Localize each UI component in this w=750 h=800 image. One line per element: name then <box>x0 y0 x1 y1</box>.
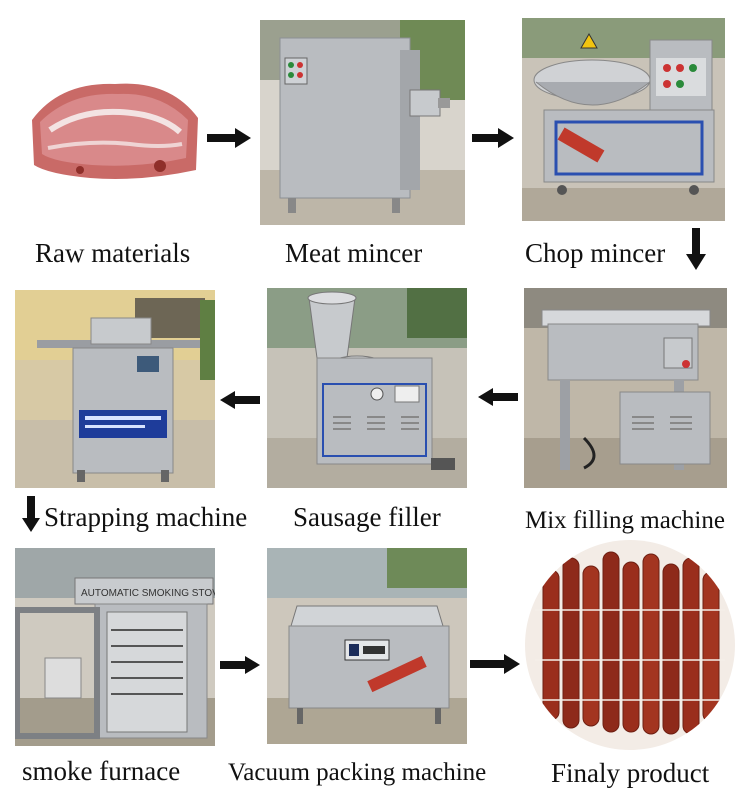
arrow-right-icon <box>472 128 514 148</box>
arrow-left-icon <box>478 388 518 406</box>
step-label-smoke-furnace: smoke furnace <box>22 756 181 786</box>
step-label-raw-materials: Raw materials <box>35 238 191 268</box>
mix-filling-machine-photo <box>524 288 727 488</box>
smoke-furnace-photo: AUTOMATIC SMOKING STOVE <box>15 548 215 746</box>
step-label-mix-filling-machine: Mix filling machine <box>525 507 725 534</box>
final-product-photo <box>525 540 735 750</box>
vacuum-packing-machine-photo <box>267 548 467 744</box>
step-label-final-product: Finaly product <box>551 758 710 788</box>
strapping-machine-photo <box>15 290 215 488</box>
raw-meat-photo <box>20 70 205 185</box>
chop-mincer-photo <box>522 18 725 221</box>
arrow-down-icon <box>686 228 706 270</box>
smoking-stove-sign: AUTOMATIC SMOKING STOVE <box>81 588 215 599</box>
arrow-right-icon <box>207 128 251 148</box>
arrow-down-icon <box>22 496 40 532</box>
step-label-strapping-machine: Strapping machine <box>44 502 248 532</box>
arrow-left-icon <box>220 391 260 409</box>
arrow-right-icon <box>220 656 260 674</box>
arrow-right-icon <box>470 654 520 674</box>
step-label-vacuum-packing-machine: Vacuum packing machine <box>228 759 487 786</box>
step-label-meat-mincer: Meat mincer <box>285 238 423 268</box>
step-label-chop-mincer: Chop mincer <box>525 238 666 268</box>
meat-mincer-photo <box>260 20 465 225</box>
step-label-sausage-filler: Sausage filler <box>293 502 441 532</box>
sausage-filler-photo <box>267 288 467 488</box>
